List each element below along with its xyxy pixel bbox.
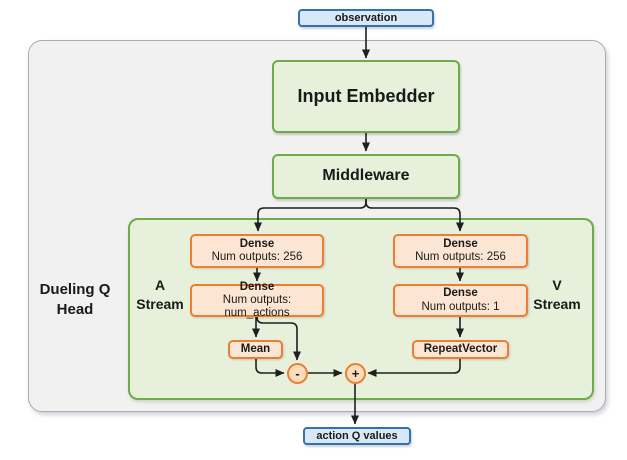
observation-node: observation: [298, 9, 434, 27]
input-embedder-node: Input Embedder: [272, 60, 460, 133]
dense-a2-subtitle: Num outputs: num_actions: [222, 293, 292, 320]
a-stream-label: A Stream: [136, 277, 184, 312]
dueling-q-head-label: Dueling Q Head: [39, 281, 111, 319]
action-q-values-node: action Q values: [303, 427, 411, 445]
dense-a1-title: Dense: [239, 237, 275, 250]
dense-a1-subtitle: Num outputs: 256: [211, 251, 303, 263]
minus-operator-node: -: [287, 363, 308, 384]
dense-a2-title: Dense: [239, 280, 275, 293]
dense-v1-node: Dense Num outputs: 256: [393, 234, 528, 268]
repeat-vector-node: RepeatVector: [412, 340, 509, 359]
dense-v1-title: Dense: [443, 237, 478, 250]
dense-a1-node: Dense Num outputs: 256: [190, 234, 324, 268]
dense-v1-subtitle: Num outputs: 256: [415, 251, 506, 263]
dense-v2-subtitle: Num outputs: 1: [421, 300, 500, 313]
plus-operator-node: +: [345, 363, 366, 384]
dense-a2-node: Dense Num outputs: num_actions: [190, 280, 324, 320]
mean-node: Mean: [228, 340, 283, 359]
dense-v2-node: Dense Num outputs: 1: [393, 284, 528, 317]
dense-v2-title: Dense: [443, 287, 478, 300]
v-stream-label: V Stream: [533, 277, 581, 312]
middleware-node: Middleware: [272, 154, 460, 199]
